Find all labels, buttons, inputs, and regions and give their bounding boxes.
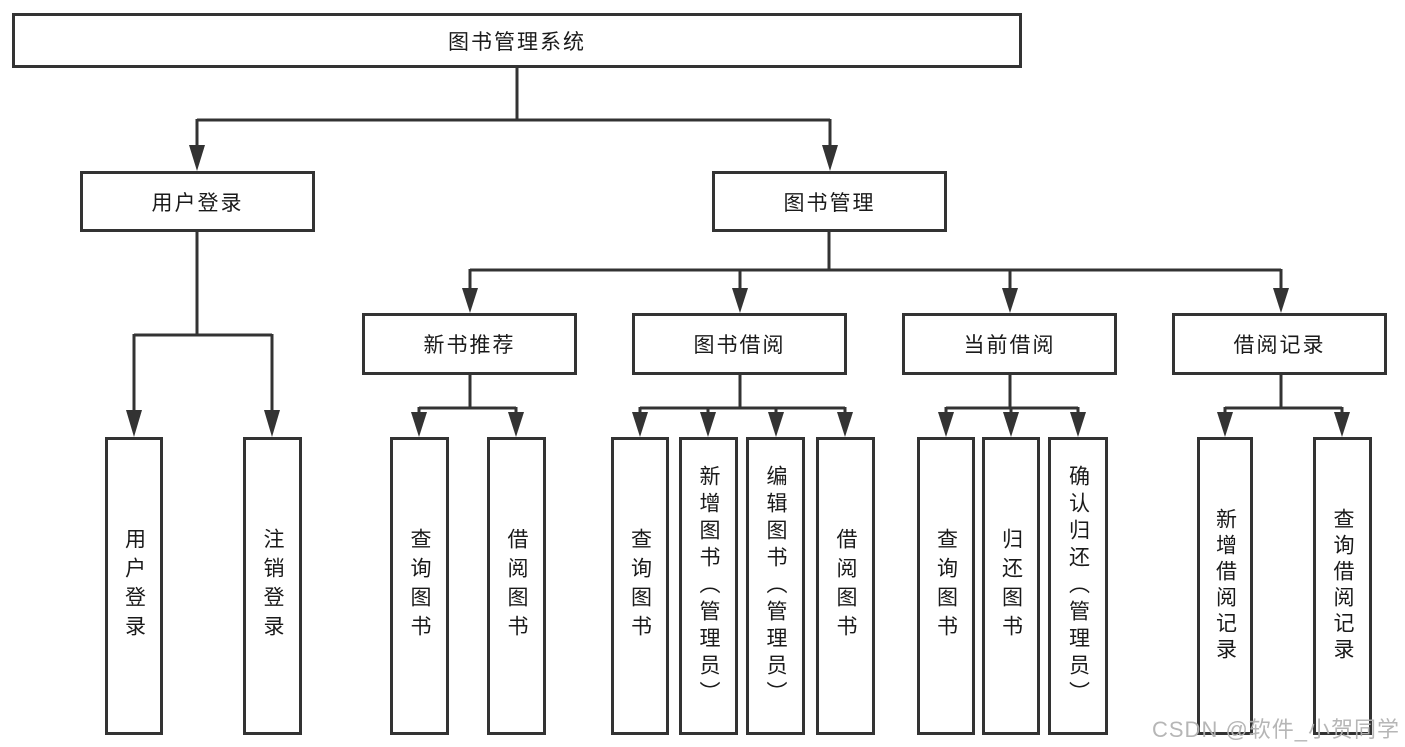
- csdn-watermark: CSDN @软件_小贺同学: [1152, 717, 1401, 742]
- node-leaf-confirm-return-admin: 确认归还（管理员）: [1048, 437, 1108, 735]
- node-leaf-add-borrow-record: 新增借阅记录: [1197, 437, 1253, 735]
- node-leaf-borrow-books-borrowing: 借阅图书: [816, 437, 875, 735]
- node-user-login-branch: 用户登录: [80, 171, 315, 232]
- node-leaf-add-books-admin: 新增图书（管理员）: [679, 437, 738, 735]
- node-leaf-query-books-recommend: 查询图书: [390, 437, 449, 735]
- node-current-borrowing: 当前借阅: [902, 313, 1117, 375]
- node-new-book-recommendation: 新书推荐: [362, 313, 577, 375]
- node-leaf-return-books: 归还图书: [982, 437, 1040, 735]
- node-leaf-query-books-borrowing: 查询图书: [611, 437, 669, 735]
- node-leaf-query-books-current: 查询图书: [917, 437, 975, 735]
- node-leaf-borrow-books-recommend: 借阅图书: [487, 437, 546, 735]
- node-leaf-edit-books-admin: 编辑图书（管理员）: [746, 437, 805, 735]
- node-library-management-system: 图书管理系统: [12, 13, 1022, 68]
- arrowheads: [126, 145, 1350, 437]
- node-leaf-user-login: 用户登录: [105, 437, 163, 735]
- node-book-management-branch: 图书管理: [712, 171, 947, 232]
- node-leaf-query-borrow-record: 查询借阅记录: [1313, 437, 1372, 735]
- node-book-borrowing: 图书借阅: [632, 313, 847, 375]
- node-borrowing-records: 借阅记录: [1172, 313, 1387, 375]
- node-leaf-logout: 注销登录: [243, 437, 302, 735]
